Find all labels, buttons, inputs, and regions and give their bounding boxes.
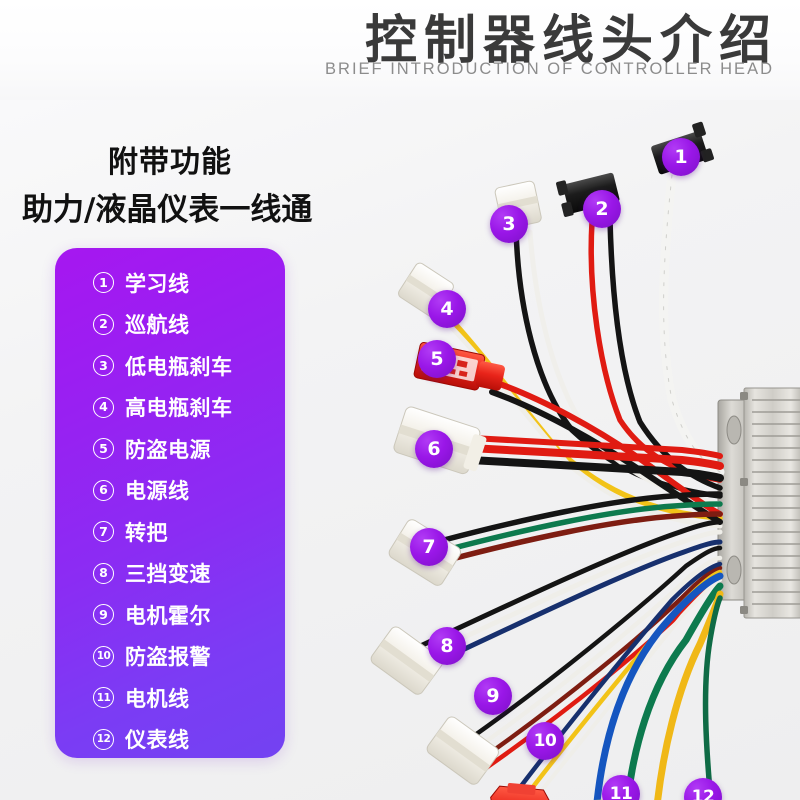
legend-item-number: 11 [93, 687, 114, 709]
legend-item-number: 6 [93, 479, 114, 501]
legend-item: 7 转把 [55, 511, 285, 553]
wire-bundle [413, 170, 725, 800]
callout-badge-4: 4 [428, 290, 466, 328]
legend-item-number: 7 [93, 521, 114, 543]
harness-illustration [370, 121, 800, 800]
legend-item: 1 学习线 [55, 262, 285, 304]
page-title: 控制器线头介绍 [364, 11, 778, 71]
callout-badge-12: 12 [684, 778, 722, 800]
callout-badge-8: 8 [428, 627, 466, 665]
legend-item: 5 防盗电源 [55, 428, 285, 470]
legend-item-label: 三挡变速 [125, 562, 211, 587]
callout-badge-6: 6 [415, 430, 453, 468]
connector-10-red [490, 783, 551, 800]
legend-item-number: 8 [93, 562, 114, 584]
legend-item-label: 巡航线 [125, 313, 190, 338]
legend-item: 6 电源线 [55, 470, 285, 512]
legend-item: 10 防盗报警 [55, 636, 285, 678]
legend-item-label: 电源线 [125, 479, 190, 504]
legend-item-label: 防盗报警 [125, 645, 211, 670]
callout-badge-3: 3 [490, 205, 528, 243]
feature-heading-secondary: 助力/液晶仪表一线通 [22, 192, 313, 228]
legend-item-label: 仪表线 [125, 728, 190, 753]
legend-item-number: 1 [93, 272, 114, 294]
legend-item: 4 高电瓶刹车 [55, 387, 285, 429]
callout-badge-9: 9 [474, 677, 512, 715]
legend-item-number: 5 [93, 438, 114, 460]
legend-item-label: 电机霍尔 [125, 603, 211, 628]
callout-badge-10: 10 [526, 722, 564, 760]
callout-badge-7: 7 [410, 528, 448, 566]
legend-item-number: 9 [93, 604, 114, 626]
legend-item-label: 防盗电源 [125, 437, 211, 462]
legend-item-number: 3 [93, 355, 114, 377]
wire-legend-panel: 1 学习线 2 巡航线 3 低电瓶刹车 4 高电瓶刹车 5 防盗电源 6 电源线 7 转把 8 三挡变速 9 电机… [55, 248, 285, 758]
legend-item: 11 电机线 [55, 677, 285, 719]
controller-body [717, 387, 800, 619]
legend-item-number: 4 [93, 396, 114, 418]
page-subtitle: BRIEF INTRODUCTION OF CONTROLLER HEAD [325, 60, 774, 78]
feature-heading-primary: 附带功能 [108, 145, 232, 180]
legend-item-label: 低电瓶刹车 [125, 354, 233, 379]
connector-9-white [426, 716, 499, 785]
legend-item-label: 电机线 [125, 686, 190, 711]
connector-8-white [370, 626, 443, 695]
controller-wire-harness-photo [320, 100, 800, 800]
callout-badge-1: 1 [662, 138, 700, 176]
callout-badge-5: 5 [418, 340, 456, 378]
legend-item-number: 12 [93, 728, 114, 750]
callout-badge-2: 2 [583, 190, 621, 228]
legend-item-label: 转把 [125, 520, 168, 545]
legend-item-number: 2 [93, 313, 114, 335]
legend-item: 9 电机霍尔 [55, 594, 285, 636]
legend-item: 2 巡航线 [55, 304, 285, 346]
legend-item-number: 10 [93, 645, 114, 667]
page-header: 控制器线头介绍 BRIEF INTRODUCTION OF CONTROLLER… [0, 0, 800, 100]
legend-item: 3 低电瓶刹车 [55, 345, 285, 387]
callout-badge-11: 11 [602, 775, 640, 800]
legend-item-label: 学习线 [125, 271, 190, 296]
legend-item: 8 三挡变速 [55, 553, 285, 595]
legend-item-label: 高电瓶刹车 [125, 396, 233, 421]
legend-item: 12 仪表线 [55, 719, 285, 761]
